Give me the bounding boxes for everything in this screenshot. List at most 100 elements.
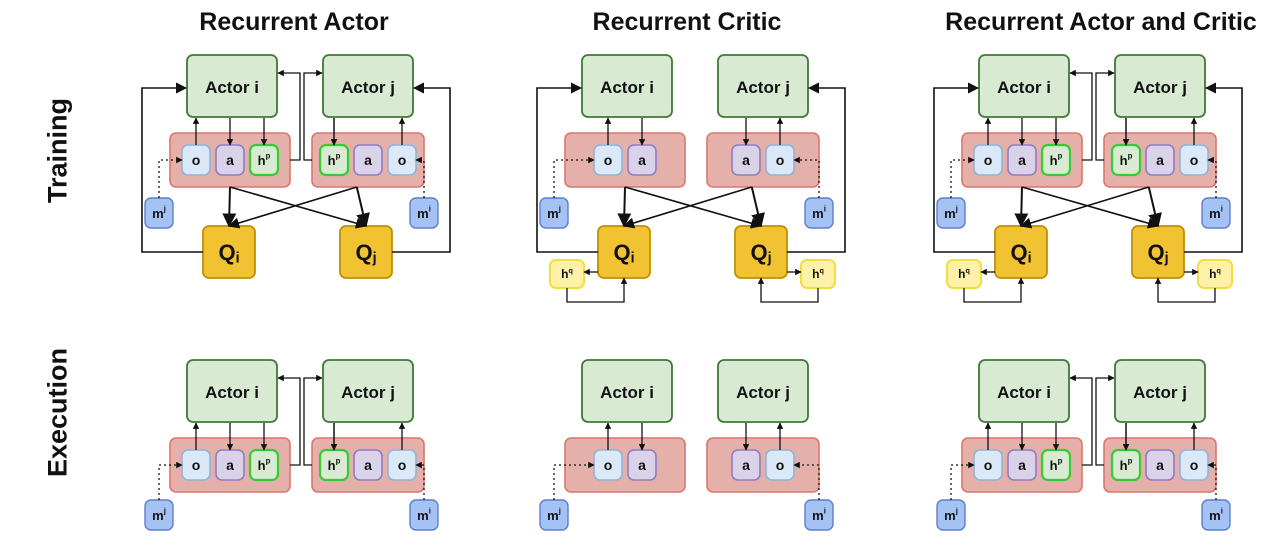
action-label: a: [742, 457, 750, 473]
critic-q-label-j: Qj: [355, 240, 376, 267]
actor-i: [186, 359, 278, 423]
observation-label: o: [984, 457, 993, 473]
group-i-to-qj-arrow: [229, 186, 368, 229]
hidden-j-loop-arrow: [303, 69, 323, 161]
hidden-i-loop-arrow: [277, 374, 301, 466]
critic-hidden-j-loop-arrow: [1154, 277, 1216, 303]
action-label: a: [1018, 457, 1026, 473]
group-i-to-qj-arrow: [624, 186, 763, 229]
action-label: a: [742, 152, 750, 168]
critic-hidden-j-loop-arrow: [757, 277, 819, 303]
critic-hidden-state-label: hq: [958, 265, 970, 281]
action-box: [1145, 449, 1175, 481]
action-label: a: [1156, 457, 1164, 473]
critic-hidden-i-loop-arrow: [963, 277, 1025, 303]
group-i-to-qj-arrow: [1021, 186, 1160, 229]
hidden-i-loop-arrow: [277, 69, 301, 161]
qj-to-actor-j-arrow: [1184, 82, 1243, 253]
actor-i-label: Actor i: [997, 383, 1051, 402]
message-label-j: mj: [152, 506, 166, 523]
action-label: a: [364, 152, 372, 168]
message-label-j: mj: [547, 204, 561, 221]
message-i-to-obs-j-arrow: [1207, 461, 1217, 500]
action-label: a: [1018, 152, 1026, 168]
group-i-to-qi-arrow: [222, 186, 237, 228]
qi-to-actor-i-arrow: [141, 82, 203, 253]
policy-hidden-state-label: hp: [1050, 151, 1063, 168]
action-label: a: [226, 457, 234, 473]
action-label: a: [638, 152, 646, 168]
action-label: a: [226, 152, 234, 168]
column-title-recurrent-actor-and-critic: Recurrent Actor and Critic: [945, 8, 1257, 36]
actor-j: [1114, 359, 1206, 423]
message-label-j: mj: [152, 204, 166, 221]
qi-to-actor-i-arrow: [933, 82, 995, 253]
observation-label: o: [1190, 457, 1199, 473]
column-title-recurrent-actor: Recurrent Actor: [199, 8, 389, 36]
qj-to-actor-j-arrow: [392, 82, 451, 253]
critic-hidden-state-label: hq: [561, 265, 573, 281]
hidden-i-loop-arrow: [1069, 374, 1093, 466]
policy-hidden-state-label: hp: [258, 151, 271, 168]
message-label-j: mj: [944, 204, 958, 221]
observation-label: o: [1190, 152, 1199, 168]
message-i-to-obs-j-arrow: [793, 461, 820, 500]
action-box: [353, 144, 383, 176]
message-label-i: mi: [1209, 506, 1223, 523]
policy-hidden-state-label: hp: [1120, 151, 1133, 168]
qi-to-actor-i-arrow: [536, 82, 598, 253]
actor-i: [978, 359, 1070, 423]
observation-label: o: [192, 152, 201, 168]
message-label-i: mi: [812, 204, 826, 221]
critic-hidden-state-label: hq: [812, 265, 824, 281]
actor-j-label: Actor j: [736, 78, 790, 97]
actor-i-label: Actor i: [205, 383, 259, 402]
observation-label: o: [984, 152, 993, 168]
policy-hidden-state-label: hp: [328, 151, 341, 168]
group-i-to-qi-arrow: [1014, 186, 1029, 228]
group-i-to-qi-arrow: [617, 186, 632, 228]
policy-hidden-state-label: hp: [1120, 456, 1133, 473]
hidden-j-loop-arrow: [303, 374, 323, 466]
actor-j-label: Actor j: [1133, 383, 1187, 402]
actor-j-label: Actor j: [341, 78, 395, 97]
message-label-i: mi: [1209, 204, 1223, 221]
observation-label: o: [192, 457, 201, 473]
message-label-i: mi: [812, 506, 826, 523]
group-j-to-qi-arrow: [622, 186, 753, 229]
group-j-to-qj-arrow: [750, 186, 765, 228]
action-label: a: [364, 457, 372, 473]
actor-i-label: Actor i: [205, 78, 259, 97]
message-label-i: mi: [417, 506, 431, 523]
policy-hidden-state-label: hp: [1050, 456, 1063, 473]
actor-i-label: Actor i: [600, 383, 654, 402]
message-j-to-obs-i-arrow: [950, 461, 975, 500]
observation-label: o: [604, 457, 613, 473]
critic-q-label-j: Qj: [1147, 240, 1168, 267]
column-title-recurrent-critic: Recurrent Critic: [592, 8, 782, 36]
actor-j-label: Actor j: [341, 383, 395, 402]
observation-label: o: [776, 457, 785, 473]
critic-hidden-state-label: hq: [1209, 265, 1221, 281]
critic-q-label-j: Qj: [750, 240, 771, 267]
policy-hidden-state-label: hp: [328, 456, 341, 473]
input-group-i: [564, 437, 686, 493]
critic-q-label-i: Qi: [1010, 240, 1031, 267]
critic-q-label-i: Qi: [218, 240, 239, 267]
hidden-j-loop-arrow: [1095, 374, 1115, 466]
group-j-to-qi-arrow: [227, 186, 358, 229]
observation-label: o: [398, 457, 407, 473]
message-label-j: mj: [547, 506, 561, 523]
message-i-to-obs-j-arrow: [415, 461, 425, 500]
group-j-to-qj-arrow: [1147, 186, 1162, 228]
actor-j: [717, 359, 809, 423]
actor-i-label: Actor i: [997, 78, 1051, 97]
observation-label: o: [398, 152, 407, 168]
action-box: [353, 449, 383, 481]
critic-hidden-i-loop-arrow: [566, 277, 628, 303]
message-label-j: mj: [944, 506, 958, 523]
actor-i: [581, 359, 673, 423]
actor-i-label: Actor i: [600, 78, 654, 97]
hidden-j-loop-arrow: [1095, 69, 1115, 161]
